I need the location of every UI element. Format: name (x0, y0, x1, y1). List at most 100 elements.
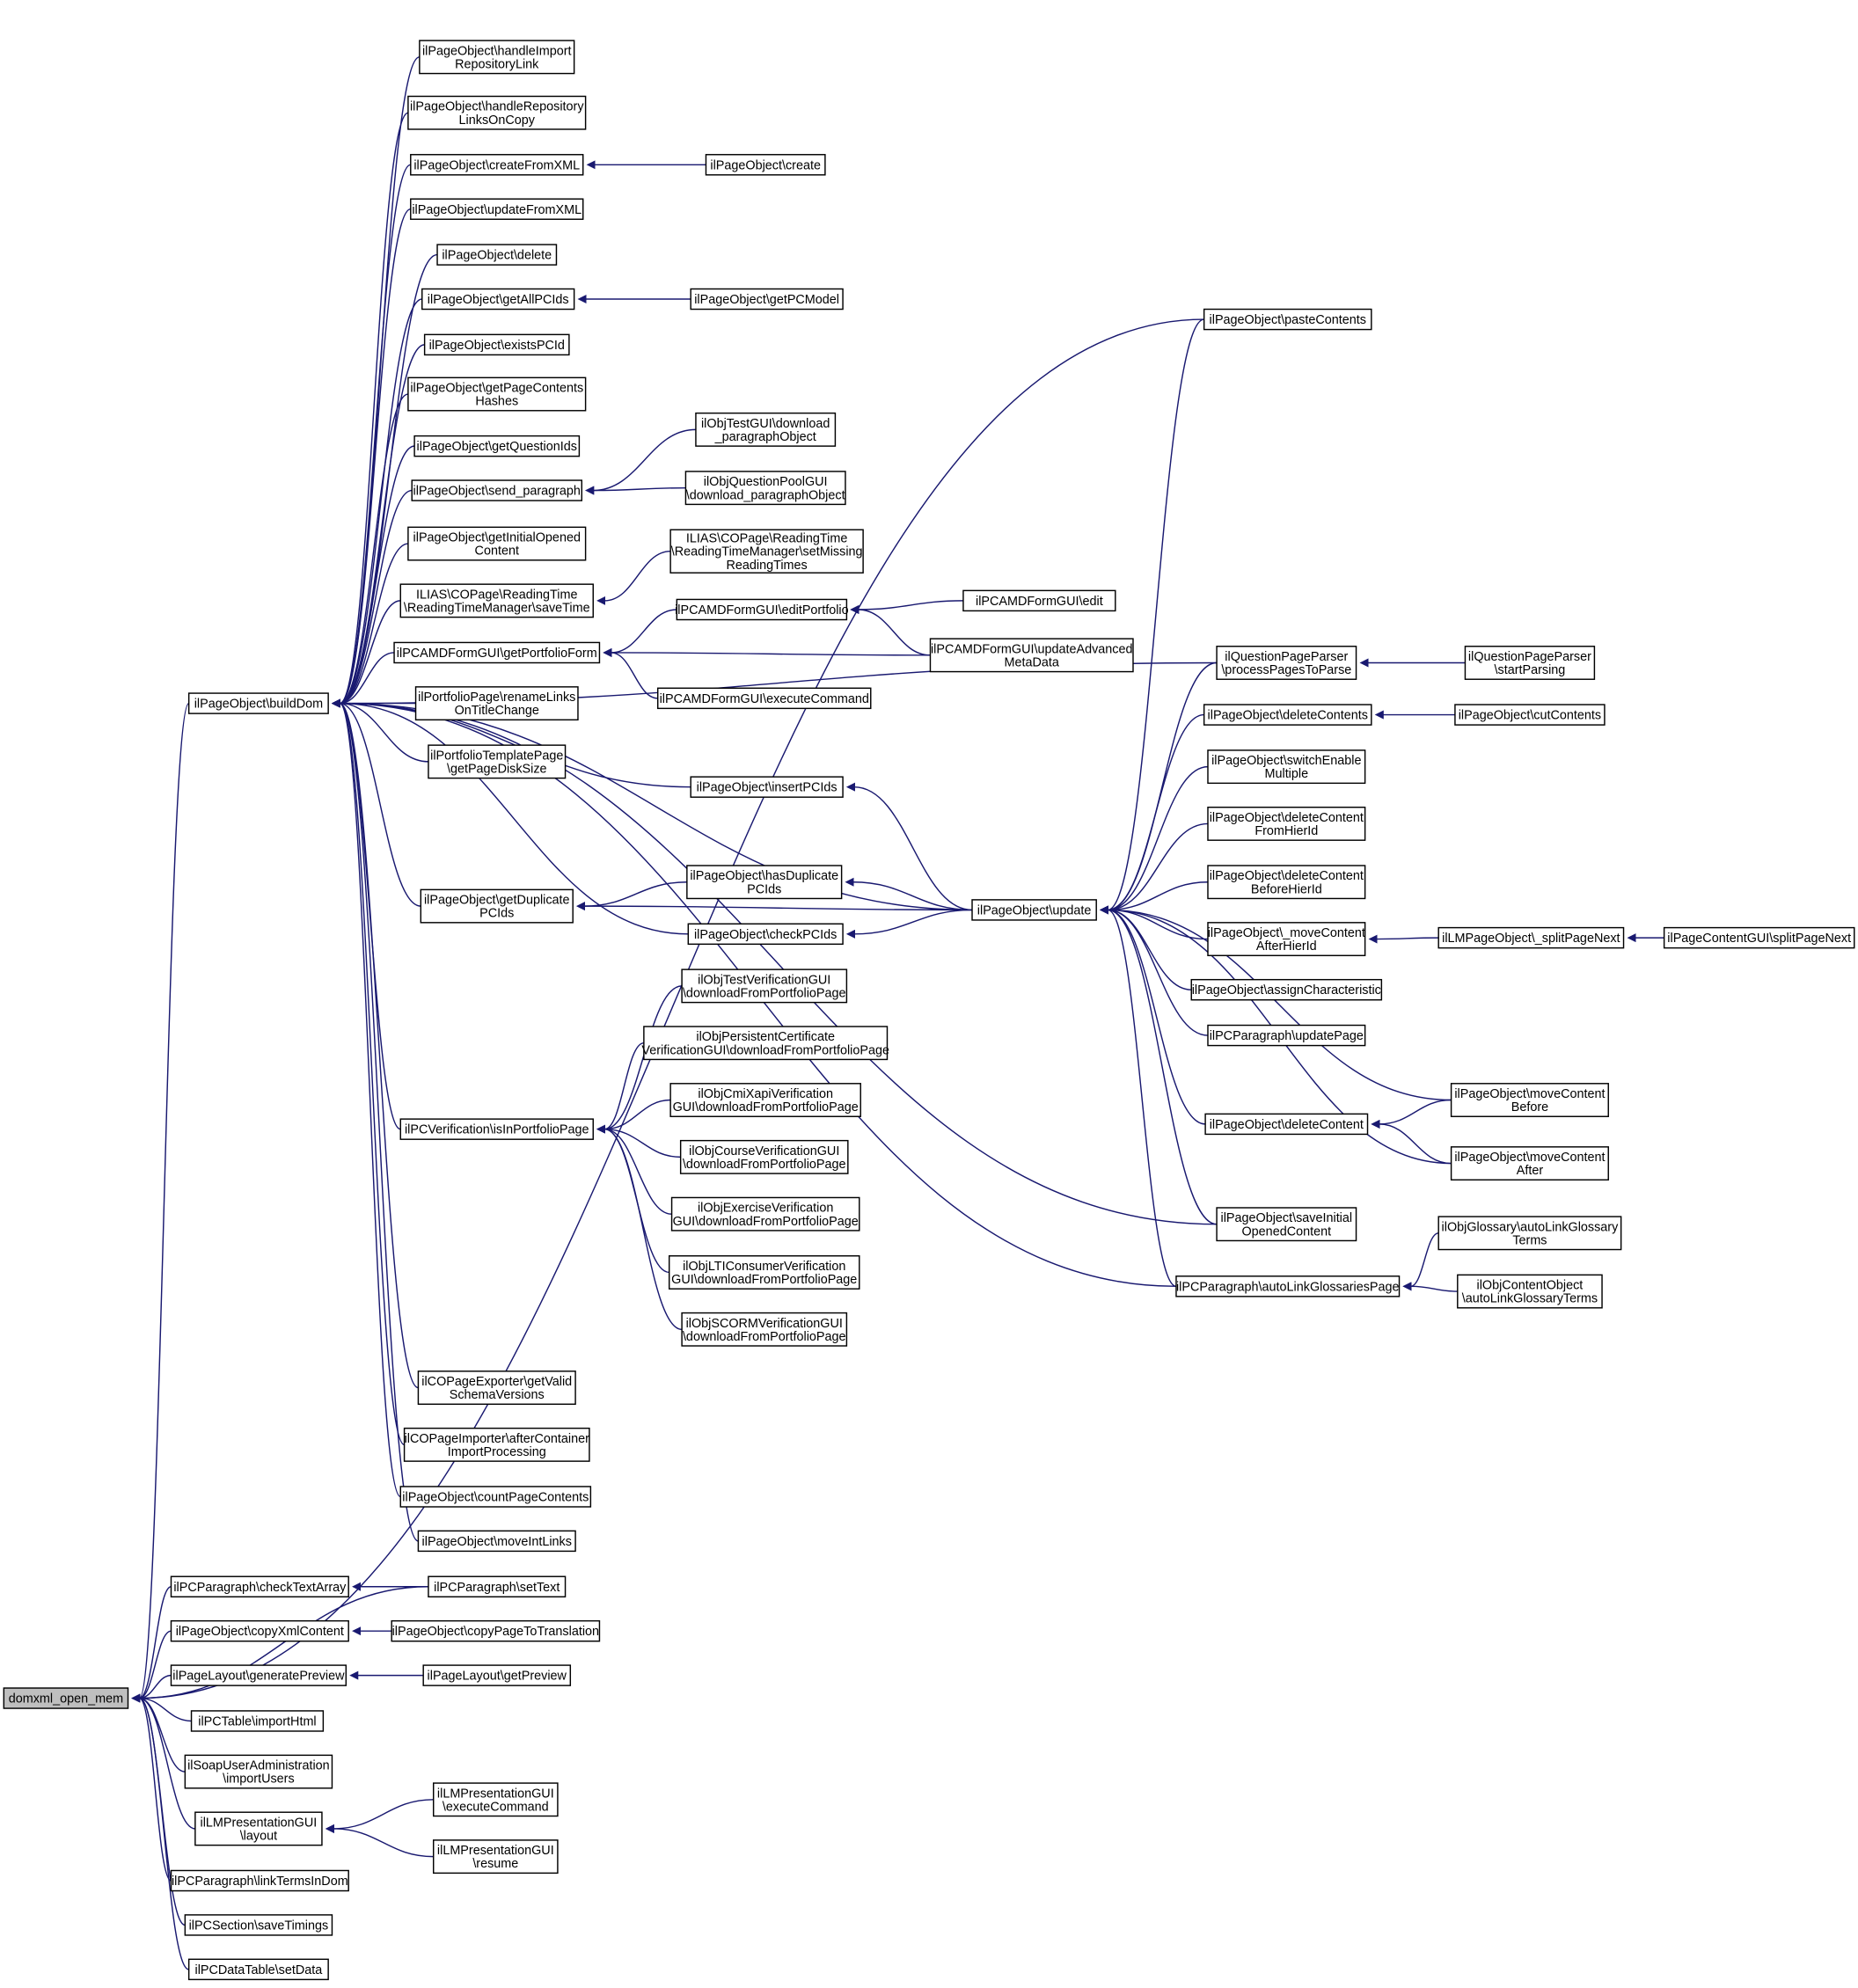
node-exercise-verif-download[interactable]: ilObjExerciseVerificationGUI\downloadFro… (670, 1196, 860, 1232)
node-label-line: ilPageObject\hasDuplicate (690, 869, 838, 883)
node-delete-contents[interactable]: ilPageObject\deleteContents (1203, 704, 1372, 726)
node-label-line: \executeCommand (443, 1800, 549, 1814)
node-label-line: ilPageObject\deleteContent (1210, 1118, 1364, 1132)
node-move-int-links[interactable]: ilPageObject\moveIntLinks (417, 1530, 576, 1553)
node-section-save-timings[interactable]: ilPCSection\saveTimings (184, 1914, 333, 1936)
node-amd-get-portfolio-form[interactable]: ilPCAMDFormGUI\getPortfolioForm (393, 641, 601, 664)
node-test-download-para[interactable]: ilObjTestGUI\download_paragraphObject (695, 412, 837, 447)
node-box (1175, 1275, 1401, 1297)
node-box (1437, 1216, 1622, 1251)
node-copy-page-to-translation[interactable]: ilPageObject\copyPageToTranslation (391, 1619, 601, 1642)
node-test-verif-download[interactable]: ilObjTestVerificationGUI\downloadFromPor… (681, 968, 848, 1004)
node-glossary-auto-link[interactable]: ilObjGlossary\autoLinkGlossaryTerms (1437, 1216, 1622, 1251)
node-qpp-start-parsing[interactable]: ilQuestionPageParser\startParsing (1464, 646, 1596, 680)
node-pc-gui-split-page-next[interactable]: ilPageContentGUI\splitPageNext (1663, 926, 1855, 949)
node-lm-pres-execute-command[interactable]: ilLMPresentationGUI\executeCommand (432, 1782, 559, 1817)
node-rt-set-missing[interactable]: ILIAS\COPage\ReadingTime\ReadingTimeMana… (669, 529, 864, 574)
node-create[interactable]: ilPageObject\create (705, 154, 826, 176)
node-pc-para-update-page[interactable]: ilPCParagraph\updatePage (1207, 1024, 1366, 1047)
node-exists-pcid[interactable]: ilPageObject\existsPCId (423, 333, 570, 356)
node-portfolio-template-disk[interactable]: ilPortfolioTemplatePage\getPageDiskSize (428, 744, 567, 779)
node-insert-pcids[interactable]: ilPageObject\insertPCIds (690, 776, 844, 798)
node-label-line: ilPCAMDFormGUI\executeCommand (660, 692, 869, 706)
node-co-importer-after[interactable]: ilCOPageImporter\afterContainerImportPro… (403, 1427, 590, 1462)
node-lm-pres-layout[interactable]: ilLMPresentationGUI\layout (194, 1811, 323, 1846)
node-set-text[interactable]: ilPCParagraph\setText (428, 1575, 567, 1598)
node-cut-contents[interactable]: ilPageObject\cutContents (1454, 704, 1606, 726)
node-check-text-array[interactable]: ilPCParagraph\checkTextArray (170, 1575, 349, 1598)
node-send-paragraph[interactable]: ilPageObject\send_paragraph (411, 479, 583, 501)
node-scorm-verif-download[interactable]: ilObjSCORMVerificationGUI\downloadFromPo… (681, 1312, 848, 1347)
edge-qpp-process-pages-to-update (1100, 661, 1218, 915)
node-amd-execute-command[interactable]: ilPCAMDFormGUI\executeCommand (657, 687, 872, 710)
node-pc-table-import-html[interactable]: ilPCTable\importHtml (190, 1710, 325, 1732)
node-course-verif-download[interactable]: ilObjCourseVerificationGUI\downloadFromP… (679, 1139, 849, 1174)
node-label-line: ilPageObject\getInitialOpened (413, 531, 581, 545)
node-check-pcids[interactable]: ilPageObject\checkPCIds (687, 923, 844, 946)
node-box (687, 923, 844, 946)
edge-cmi-xapi-download-to-is-in-portfolio-page (596, 1099, 671, 1134)
node-cmi-xapi-download[interactable]: ilObjCmiXapiVerificationGUI\downloadFrom… (669, 1083, 861, 1117)
node-box (428, 1575, 567, 1598)
node-update[interactable]: ilPageObject\update (971, 899, 1097, 921)
node-lm-split-page-next[interactable]: ilLMPageObject\_splitPageNext (1437, 926, 1625, 949)
node-lm-pres-resume[interactable]: ilLMPresentationGUI\resume (432, 1839, 559, 1875)
node-paste-contents[interactable]: ilPageObject\pasteContents (1203, 308, 1372, 331)
node-assign-characteristic[interactable]: ilPageObject\assignCharacteristic (1190, 978, 1383, 1001)
node-label-line: ilPCParagraph\linkTermsInDom (172, 1875, 348, 1889)
node-soap-import-users[interactable]: ilSoapUserAdministration\importUsers (184, 1754, 333, 1789)
edge-assign-characteristic-to-update (1100, 905, 1192, 990)
node-link-terms-in-dom[interactable]: ilPCParagraph\linkTermsInDom (170, 1869, 349, 1892)
node-copy-xml-content[interactable]: ilPageObject\copyXmlContent (170, 1619, 349, 1642)
node-create-from-xml[interactable]: ilPageObject\createFromXML (410, 154, 584, 176)
node-label-line: ilPageObject\getQuestionIds (417, 440, 577, 454)
node-label-line: GUI\downloadFromPortfolioPage (673, 1100, 859, 1115)
node-rt-save-time[interactable]: ILIAS\COPage\ReadingTime\ReadingTimeMana… (399, 583, 594, 618)
node-label-line: ilPageObject\saveInitial (1221, 1211, 1353, 1225)
node-build-dom[interactable]: ilPageObject\buildDom (187, 692, 329, 714)
node-generate-preview[interactable]: ilPageLayout\generatePreview (170, 1664, 347, 1686)
node-box (421, 288, 575, 311)
node-persistent-cert-download[interactable]: ilObjPersistentCertificateVerificationGU… (641, 1026, 889, 1061)
node-box (1207, 807, 1366, 841)
node-count-page-contents[interactable]: ilPageObject\countPageContents (399, 1486, 592, 1508)
node-qpool-download-para[interactable]: ilObjQuestionPoolGUI\download_paragraphO… (684, 471, 846, 506)
node-delete[interactable]: ilPageObject\delete (436, 244, 558, 266)
edge-scorm-verif-download-to-is-in-portfolio-page (596, 1124, 683, 1331)
node-get-pcmodel[interactable]: ilPageObject\getPCModel (690, 288, 844, 311)
node-data-table-set-data[interactable]: ilPCDataTable\setData (187, 1958, 329, 1981)
node-amd-edit[interactable]: ilPCAMDFormGUI\edit (962, 589, 1116, 612)
node-lti-verif-download[interactable]: ilObjLTIConsumerVerificationGUI\download… (668, 1255, 860, 1290)
edge-pc-table-import-html-to-root (131, 1693, 192, 1722)
node-get-all-pcids[interactable]: ilPageObject\getAllPCIds (421, 288, 575, 311)
node-update-from-xml[interactable]: ilPageObject\updateFromXML (410, 198, 584, 220)
node-get-preview[interactable]: ilPageLayout\getPreview (422, 1664, 572, 1686)
node-qpp-process-pages[interactable]: ilQuestionPageParser\processPagesToParse (1216, 646, 1357, 680)
node-get-question-ids[interactable]: ilPageObject\getQuestionIds (413, 435, 581, 457)
node-label-line: ilObjExerciseVerification (698, 1202, 833, 1216)
node-content-obj-auto-link[interactable]: ilObjContentObject\autoLinkGlossaryTerms (1457, 1274, 1603, 1309)
edge-copy-xml-content-to-root (131, 1630, 172, 1703)
node-delete-content[interactable]: ilPageObject\deleteContent (1204, 1113, 1369, 1136)
node-auto-link-glossaries-page[interactable]: ilPCParagraph\autoLinkGlossariesPage (1175, 1275, 1401, 1297)
node-label-line: ilPCAMDFormGUI\edit (976, 595, 1103, 609)
root-node[interactable]: domxml_open_mem (3, 1687, 129, 1709)
node-amd-edit-portfolio[interactable]: ilPCAMDFormGUI\editPortfolio (675, 598, 849, 621)
node-is-in-portfolio-page[interactable]: ilPCVerification\isInPortfolioPage (399, 1118, 594, 1140)
